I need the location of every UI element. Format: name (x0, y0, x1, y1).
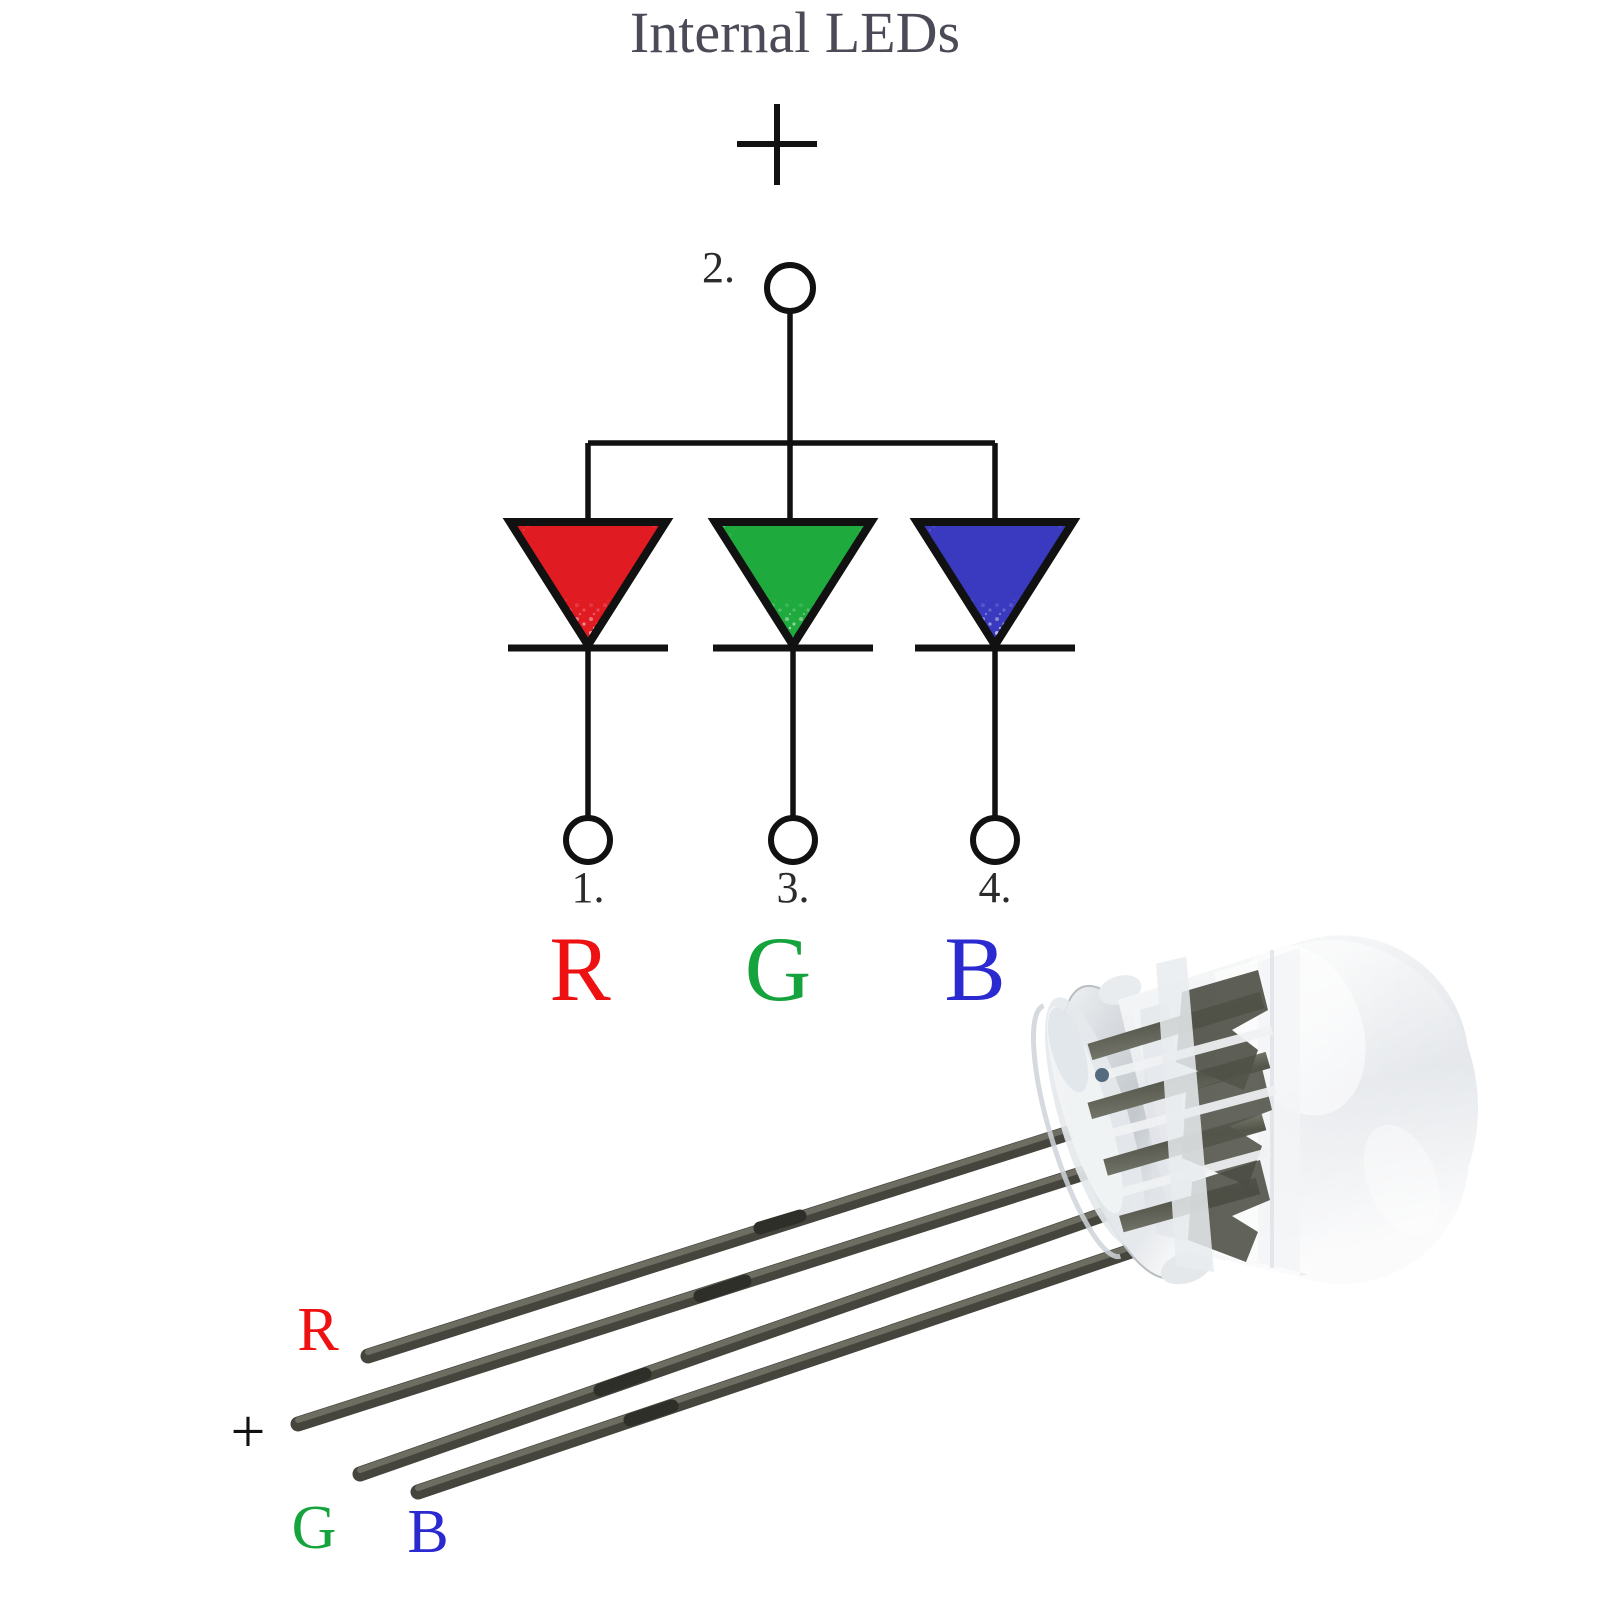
lead-label-b: B (407, 1498, 448, 1566)
diode-outline-red (502, 518, 674, 653)
plus-polarity-icon (737, 104, 817, 185)
rgb-led-photo (290, 935, 1478, 1500)
lead-label-r: R (297, 1296, 339, 1364)
channel-letter-r: R (549, 918, 611, 1020)
led-leads (290, 1096, 1168, 1500)
schematic-wiring (585, 310, 998, 818)
led-lead-b (410, 1240, 1148, 1500)
led-lead-r (360, 1096, 1168, 1364)
terminal-node-3[interactable] (768, 815, 818, 865)
pin-label-4: 4. (979, 863, 1012, 912)
diode-outline-blue (909, 518, 1081, 653)
page-title: Internal LEDs (630, 0, 960, 65)
pin-label-1: 1. (572, 863, 605, 912)
terminal-node-2[interactable] (764, 262, 816, 314)
channel-letter-b: B (944, 918, 1005, 1020)
channel-letter-g: G (745, 918, 811, 1020)
diode-outline-green (707, 518, 879, 653)
pin-label-2: 2. (702, 243, 735, 292)
led-lead-g (352, 1192, 1153, 1482)
terminal-node-1[interactable] (563, 815, 613, 865)
led-internal-leadframe (1076, 954, 1278, 1272)
led-lead-plus (290, 1144, 1158, 1432)
pin-label-3: 3. (777, 863, 810, 912)
lead-label-plus: + (231, 1398, 266, 1466)
terminal-node-4[interactable] (970, 815, 1020, 865)
led-flange-front-edge (1030, 1003, 1122, 1260)
lead-label-g: G (292, 1494, 337, 1562)
